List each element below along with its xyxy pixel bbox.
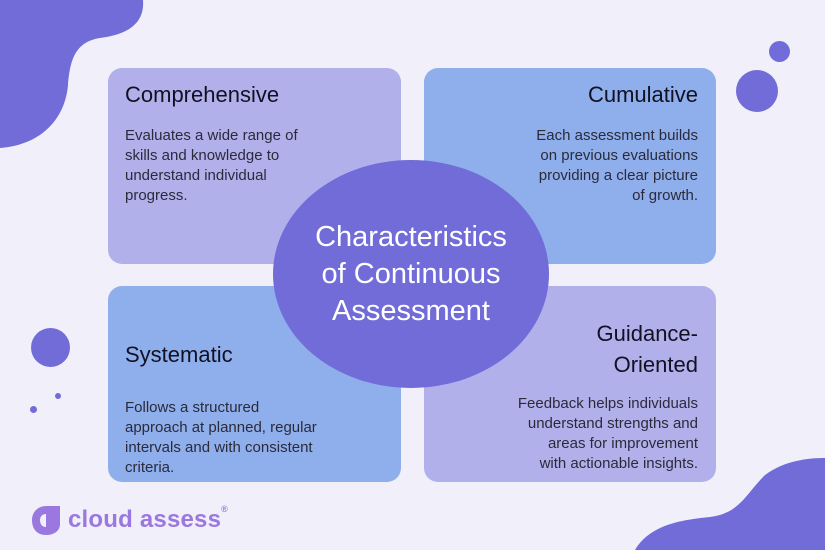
card-title: Cumulative [587,82,698,107]
card-title: Systematic [125,342,233,367]
card-description: Each assessment builds on previous evalu… [536,127,698,204]
card-title: Comprehensive [125,82,280,107]
top-left-blob [0,0,144,148]
cloud-assess-logo-icon [32,506,60,535]
decor-dot [736,70,778,112]
logo-text: cloud assess® [68,504,228,533]
card-description: Evaluates a wide range of skills and kno… [125,127,298,204]
decor-dot [31,328,70,367]
decor-dot [55,393,61,399]
card-description: Follows a structured approach at planned… [125,399,317,476]
decor-dot [30,406,37,413]
brand-logo: cloud assess® [30,504,228,536]
center-title: Characteristics of Continuous Assessment [315,220,507,327]
card-description: Feedback helps individuals understand st… [517,395,698,472]
decor-dot [769,41,790,62]
card-title: Guidance- Oriented [596,321,698,377]
card-cumulative: Cumulative Each assessment builds on pre… [424,68,716,264]
center-title-oval: Characteristics of Continuous Assessment [273,160,549,388]
bottom-right-blob [635,458,825,550]
